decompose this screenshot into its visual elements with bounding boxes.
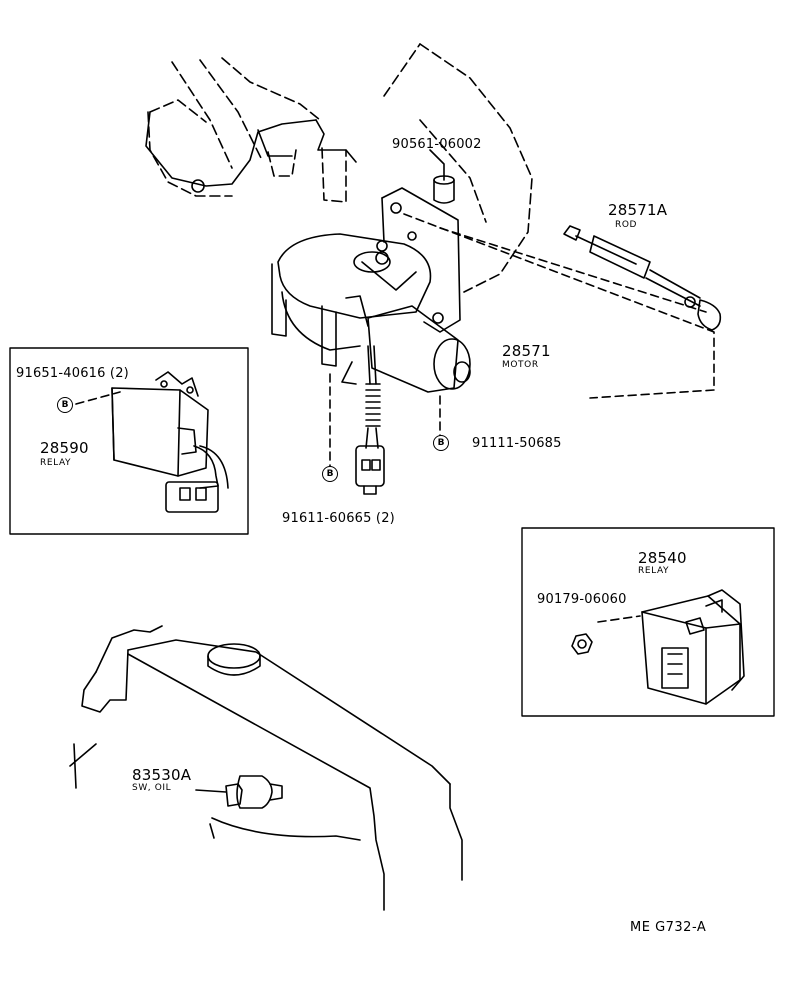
oil-switch-83530a [195,775,283,809]
relay-28540-panel [521,527,775,717]
rod-28571a [563,225,722,331]
label-motor-number: 28571 [502,342,551,360]
label-91111: 91111-50685 [472,436,562,451]
label-switch-number: 83530A [132,766,192,784]
manifold-solid [145,111,357,193]
label-91651: 91651-40616 (2) [16,366,129,381]
figure-reference: ME G732-A [630,920,707,935]
bolt-mark-91111: B [433,435,449,451]
manifold-outline [147,43,533,293]
label-rod-name: ROD [615,220,638,230]
wiper-motor [271,187,471,495]
label-relay1-number: 28590 [40,439,89,457]
leader-lines [75,213,715,623]
label-relay1-name: RELAY [40,458,72,468]
bolt-mark-91611: B [322,466,338,482]
label-91611: 91611-60665 (2) [282,511,395,526]
label-relay2-number: 28540 [638,549,687,567]
label-relay2-name: RELAY [638,566,670,576]
label-rod-number: 28571A [608,201,668,219]
label-90179: 90179-06060 [537,592,627,607]
label-switch-name: SW, OIL [132,783,172,793]
label-90561: 90561-06002 [392,137,482,152]
bolt-mark-91651: B [57,397,73,413]
label-motor-name: MOTOR [502,360,539,370]
engine-block [69,625,463,911]
relay-28590-panel [9,347,249,535]
sleeve-90561 [429,149,455,204]
